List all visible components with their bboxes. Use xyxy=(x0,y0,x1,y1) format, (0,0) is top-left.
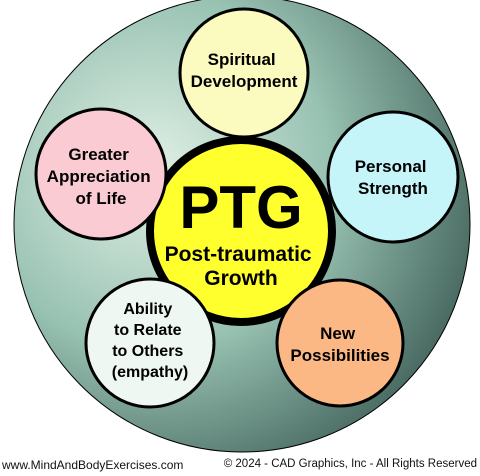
footer-copyright: © 2024 - CAD Graphics, Inc - All Rights … xyxy=(223,458,477,470)
node-label-line: Personal xyxy=(355,157,427,176)
node-label-line: Strength xyxy=(358,179,428,198)
node-circle-spiritual-development xyxy=(178,7,310,139)
footer-website[interactable]: www.MindAndBodyExercises.com xyxy=(2,458,184,472)
node-label-line: Development xyxy=(191,72,298,91)
center-acronym: PTG xyxy=(179,174,302,241)
node-label-new-possibilities: New Possibilities xyxy=(290,324,389,365)
node-label-line: to Relate xyxy=(114,322,182,339)
node-label-line: to Others xyxy=(112,343,183,360)
node-label-line: Spiritual xyxy=(208,50,276,69)
node-label-line: Greater xyxy=(68,145,129,164)
node-label-relate-to-others: Ability to Relate to Others (empathy) xyxy=(112,301,188,381)
node-circle-personal-strength xyxy=(326,110,460,244)
center-label-line: Growth xyxy=(204,267,278,290)
node-label-line: Appreciation xyxy=(47,167,151,186)
node-label-spiritual-development: Spiritual Development xyxy=(191,50,298,91)
node-label-appreciation-of-life: Greater Appreciation of Life xyxy=(47,145,156,208)
node-circle-appreciation-of-life xyxy=(34,107,168,241)
node-label-line: Possibilities xyxy=(290,346,389,365)
center-label-line: Post-traumatic xyxy=(165,243,312,266)
node-circle-new-possibilities xyxy=(275,278,405,408)
node-label-line: of Life xyxy=(76,189,127,208)
node-label-personal-strength: Personal Strength xyxy=(355,157,432,198)
node-label-line: Ability xyxy=(123,301,172,318)
node-label-line: (empathy) xyxy=(112,364,188,381)
node-label-line: New xyxy=(320,324,356,343)
node-circle-relate-to-others xyxy=(84,277,216,409)
center-circle xyxy=(146,136,336,326)
center-label: Post-traumatic Growth xyxy=(165,243,318,290)
